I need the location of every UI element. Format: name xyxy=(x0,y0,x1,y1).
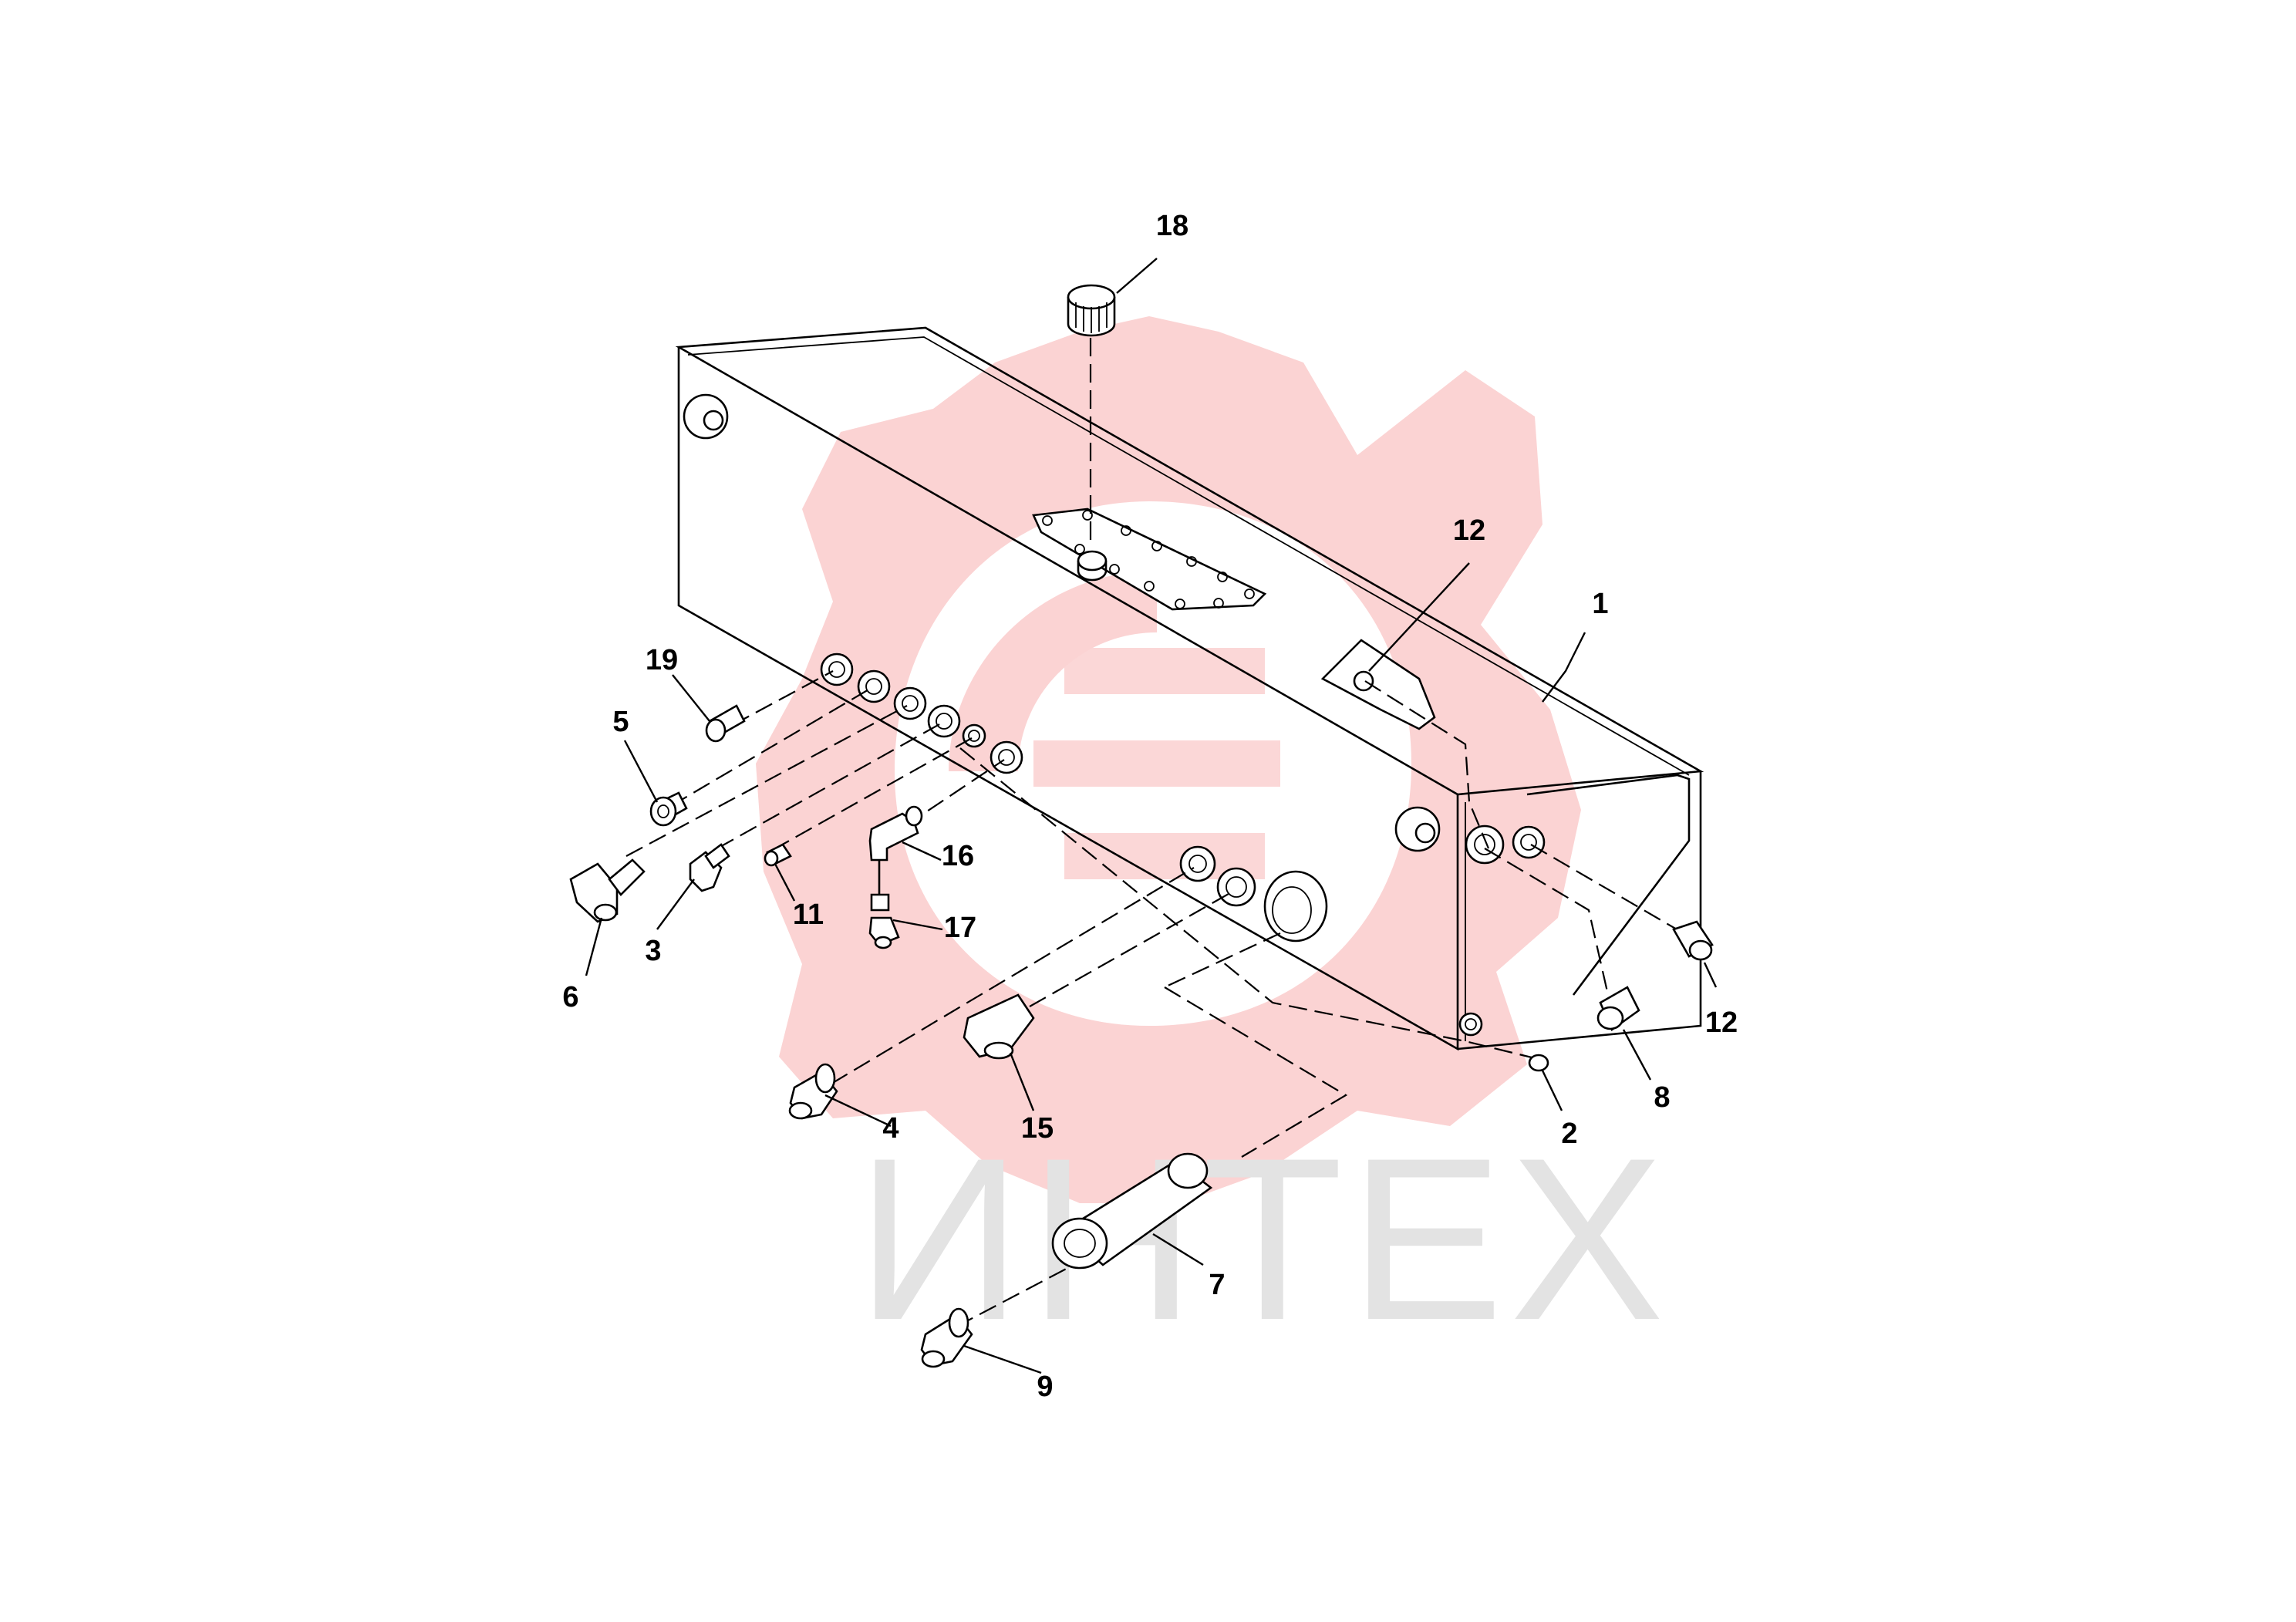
callout-17: 17 xyxy=(944,912,976,944)
callout-5: 5 xyxy=(612,706,629,738)
fitting-11 xyxy=(764,843,792,867)
watermark-text: ИНТЕХ xyxy=(856,1109,1671,1368)
callout-11: 11 xyxy=(793,899,824,931)
hydraulic-tank xyxy=(675,326,1704,1051)
tee-fitting-17 xyxy=(868,893,900,949)
fitting-5 xyxy=(649,791,688,827)
elbow-fitting-3 xyxy=(689,843,730,892)
callout-6: 6 xyxy=(562,981,578,1013)
callout-1: 1 xyxy=(1592,588,1608,620)
plug-12 xyxy=(1672,920,1714,961)
fitting-19 xyxy=(705,704,746,743)
gear-logo-watermark xyxy=(756,316,1581,1203)
callout-15: 15 xyxy=(1021,1112,1054,1145)
callout-19: 19 xyxy=(646,644,678,676)
plug-8 xyxy=(1596,986,1640,1031)
assembly-lines xyxy=(625,338,1698,1327)
callout-12-right: 12 xyxy=(1705,1007,1738,1039)
callout-7: 7 xyxy=(1209,1269,1225,1301)
callout-8: 8 xyxy=(1654,1081,1670,1114)
callout-2: 2 xyxy=(1561,1118,1577,1150)
callout-12-top: 12 xyxy=(1453,514,1485,547)
elbow-fitting-15 xyxy=(963,993,1035,1060)
callout-16: 16 xyxy=(942,840,974,872)
elbow-fitting-6 xyxy=(569,858,646,923)
leader-lines xyxy=(585,258,1718,1374)
callout-4: 4 xyxy=(882,1112,899,1145)
elbow-fitting-16 xyxy=(868,805,923,862)
plug-2 xyxy=(1528,1054,1549,1072)
breather-cap-18 xyxy=(1067,284,1116,337)
elbow-fitting-9 xyxy=(920,1307,973,1368)
callout-3: 3 xyxy=(645,935,661,967)
filter-element-7 xyxy=(1051,1152,1213,1270)
elbow-fitting-4 xyxy=(788,1063,838,1120)
callout-18: 18 xyxy=(1156,210,1188,242)
callout-labels: 18 12 1 19 5 16 11 17 3 6 12 8 2 4 15 7 … xyxy=(562,210,1738,1403)
callout-9: 9 xyxy=(1037,1371,1053,1403)
